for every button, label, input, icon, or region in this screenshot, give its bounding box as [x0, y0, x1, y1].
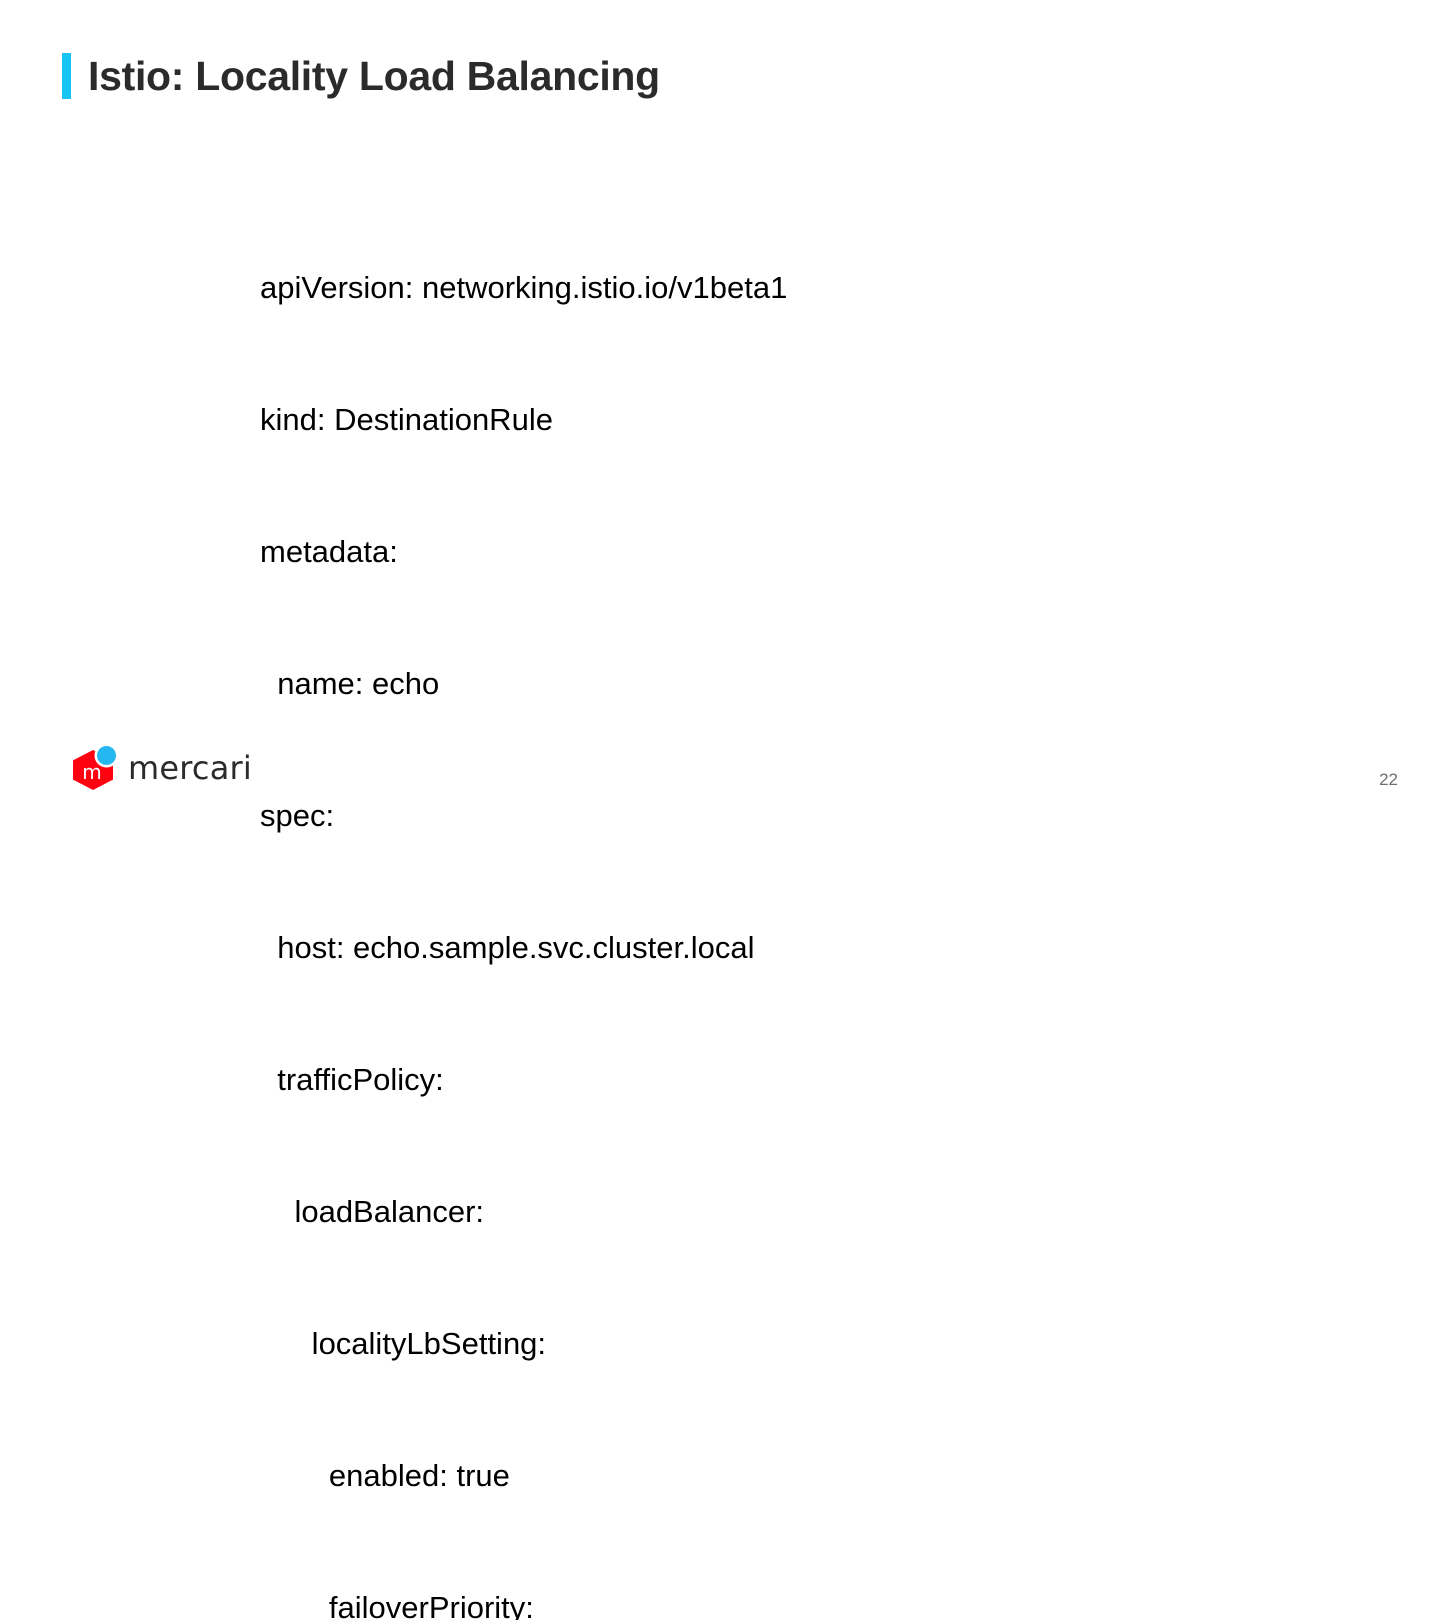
mercari-logo: m mercari [72, 746, 252, 792]
code-line: trafficPolicy: [260, 1062, 444, 1097]
code-line: metadata: [260, 534, 398, 569]
page-title: Istio: Locality Load Balancing [88, 52, 660, 99]
cube-letter: m [82, 759, 102, 784]
mercari-wordmark: mercari [128, 749, 252, 787]
code-line: localityLbSetting: [260, 1326, 547, 1361]
code-line: failoverPriority: [260, 1590, 534, 1620]
code-line: name: echo [260, 666, 440, 701]
page-number: 22 [1379, 770, 1398, 789]
code-line: spec: [260, 798, 335, 833]
code-line: kind: DestinationRule [260, 402, 553, 437]
mercari-cube-icon: m [72, 746, 118, 792]
cyan-dot-icon [97, 746, 116, 765]
yaml-code-block: apiVersion: networking.istio.io/v1beta1 … [260, 178, 792, 1620]
code-line: host: echo.sample.svc.cluster.local [260, 930, 755, 965]
code-line: loadBalancer: [260, 1194, 485, 1229]
slide-canvas: Istio: Locality Load Balancing apiVersio… [62, 48, 1398, 1620]
code-line: apiVersion: networking.istio.io/v1beta1 [260, 270, 788, 305]
code-line: enabled: true [260, 1458, 510, 1493]
slide-title-row: Istio: Locality Load Balancing [62, 48, 660, 104]
title-accent-bar [62, 53, 71, 99]
